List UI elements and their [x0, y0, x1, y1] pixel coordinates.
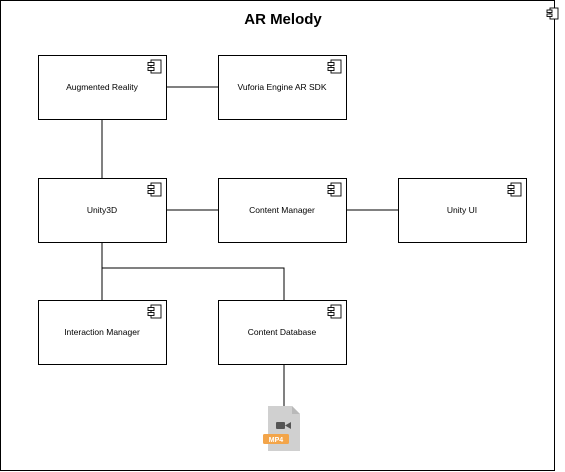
video-file-icon[interactable]: MP4 [263, 406, 300, 451]
component-label: Vuforia Engine AR SDK [238, 82, 327, 92]
component-label: Content Manager [249, 205, 315, 215]
component-vuforia[interactable]: Vuforia Engine AR SDK [218, 55, 347, 120]
component-label: Unity3D [87, 205, 117, 215]
component-label: Content Database [248, 327, 317, 337]
component-icon [147, 59, 162, 74]
file-type-badge [263, 434, 289, 444]
component-augmented-reality[interactable]: Augmented Reality [38, 55, 167, 120]
component-icon [147, 182, 162, 197]
component-label: Unity UI [447, 205, 477, 215]
component-label: Augmented Reality [66, 82, 139, 92]
component-unity-ui[interactable]: Unity UI [398, 178, 527, 243]
component-icon [546, 7, 559, 20]
component-icon [327, 182, 342, 197]
component-icon [507, 182, 522, 197]
component-interaction-manager[interactable]: Interaction Manager [38, 300, 167, 365]
component-unity3d[interactable]: Unity3D [38, 178, 167, 243]
diagram-title: AR Melody [244, 11, 322, 28]
component-label: Interaction Manager [64, 327, 140, 337]
component-content-manager[interactable]: Content Manager [218, 178, 347, 243]
component-icon [327, 59, 342, 74]
edge-unity3d-content-database [101, 242, 285, 300]
connectors [101, 86, 398, 406]
component-icon [147, 304, 162, 319]
component-content-database[interactable]: Content Database [218, 300, 347, 365]
file-type-label: MP4 [269, 437, 284, 444]
component-icon [327, 304, 342, 319]
